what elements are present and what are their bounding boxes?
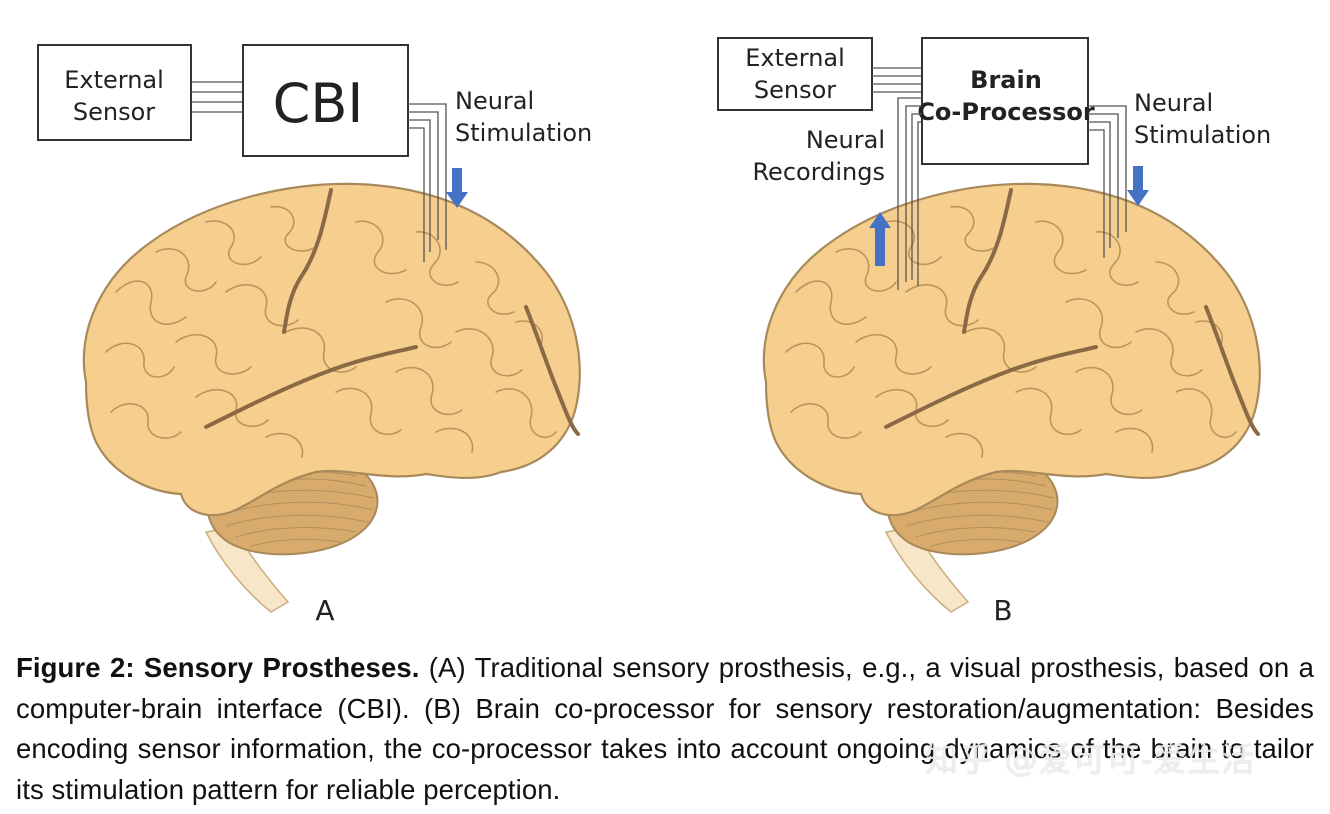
- panel-a: External Sensor CBI Neural Stimulation A: [37, 44, 592, 627]
- stimulation-arrow-down-icon-b: [1127, 166, 1149, 206]
- neural-recordings-label-1: Neural: [806, 126, 885, 154]
- neural-stimulation-label-b-2: Stimulation: [1134, 121, 1271, 149]
- external-sensor-label-a-1: External: [64, 66, 164, 94]
- neural-recordings-label-2: Recordings: [752, 158, 885, 186]
- stimulation-wires-b: [1088, 105, 1127, 258]
- brain-coprocessor-box: [921, 37, 1089, 165]
- caption-body: (A) Traditional sensory prosthesis, e.g.…: [16, 652, 1314, 805]
- neural-stimulation-label-a-2: Stimulation: [455, 119, 592, 147]
- brain-image-b: [761, 181, 1262, 614]
- neural-stimulation-label-a-1: Neural: [455, 87, 534, 115]
- coprocessor-label-2: Co-Processor: [917, 98, 1095, 126]
- caption-title: Figure 2: Sensory Prostheses.: [16, 652, 420, 683]
- external-sensor-label-b-2: Sensor: [754, 76, 836, 104]
- figure-diagram: External Sensor CBI Neural Stimulation A: [37, 37, 1271, 627]
- figure-caption: Figure 2: Sensory Prostheses. (A) Tradit…: [16, 648, 1314, 810]
- neural-stimulation-label-b-1: Neural: [1134, 89, 1213, 117]
- cbi-box: [242, 44, 409, 157]
- recording-wires-b: [897, 97, 922, 290]
- cbi-brain-wires-a: [408, 103, 447, 262]
- panel-b: External Sensor Brain Co-Processor Neura…: [717, 37, 1271, 627]
- panel-letter-b: B: [993, 594, 1012, 627]
- sensor-coprocessor-wires-b: [872, 67, 922, 93]
- cbi-label: CBI: [273, 72, 364, 135]
- coprocessor-label-1: Brain: [970, 66, 1042, 94]
- panel-letter-a: A: [315, 594, 334, 627]
- brain-image-a: [81, 181, 582, 614]
- sensor-cbi-wires-a: [191, 81, 243, 113]
- external-sensor-box-a: [37, 44, 192, 141]
- external-sensor-box-b: [717, 37, 873, 111]
- external-sensor-label-a-2: Sensor: [73, 98, 155, 126]
- external-sensor-label-b-1: External: [745, 44, 845, 72]
